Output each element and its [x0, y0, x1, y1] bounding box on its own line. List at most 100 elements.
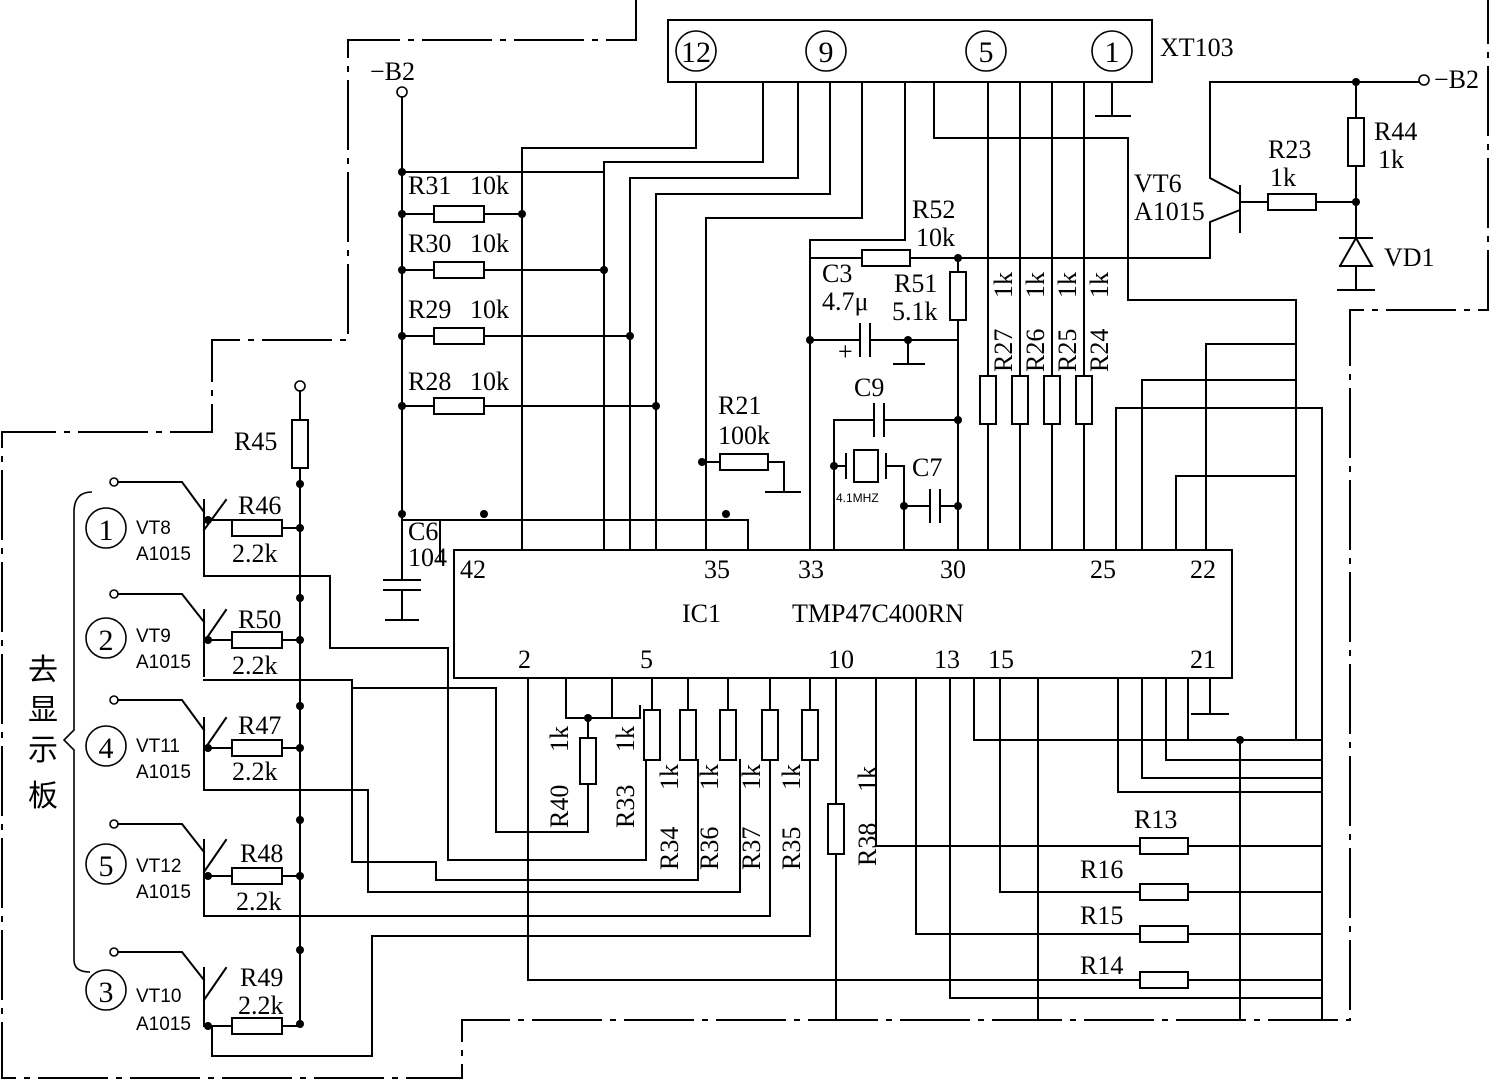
svg-text:A1015: A1015	[136, 882, 191, 903]
resistor-r44: R44 1k	[1347, 81, 1417, 237]
svg-text:VT11: VT11	[136, 736, 180, 757]
svg-text:100k: 100k	[718, 421, 770, 450]
svg-text:VT6: VT6	[1134, 169, 1182, 198]
svg-text:R49: R49	[240, 963, 283, 992]
capacitor-c6: C6 104	[383, 517, 447, 621]
svg-text:A1015: A1015	[1134, 197, 1205, 226]
svg-text:10k: 10k	[916, 223, 955, 252]
svg-text:R40: R40	[545, 785, 574, 828]
svg-text:1k: 1k	[989, 272, 1018, 298]
supply-label: −B2	[370, 57, 415, 86]
svg-text:4: 4	[99, 732, 114, 765]
resistor-r28: R28 10k	[401, 367, 657, 415]
svg-text:R35: R35	[777, 827, 806, 870]
svg-text:R50: R50	[238, 605, 281, 634]
resistor-r23: R23 1k	[1239, 135, 1357, 211]
ic-body	[453, 549, 1233, 679]
driver-vt11: 4 VT11 A1015 R47 2.2k	[85, 695, 741, 893]
r45: R45	[234, 380, 309, 1025]
svg-text:33: 33	[798, 555, 824, 584]
svg-text:2: 2	[99, 624, 114, 657]
svg-text:R14: R14	[1080, 951, 1123, 980]
svg-text:C9: C9	[854, 373, 884, 402]
connector-pin: 9	[819, 36, 834, 69]
junctions	[204, 78, 1360, 1030]
bottom-resistors: R40 1k R33 1k R34 1k R36 1k R37 1k R35 1…	[545, 709, 882, 870]
resistor-r21: R21 100k	[705, 391, 801, 493]
svg-text:2.2k: 2.2k	[232, 651, 278, 680]
svg-text:R29: R29	[408, 295, 451, 324]
svg-text:R51: R51	[894, 269, 937, 298]
svg-text:R21: R21	[718, 391, 761, 420]
svg-text:2: 2	[518, 645, 531, 674]
svg-text:R48: R48	[240, 839, 283, 868]
connector-label: XT103	[1160, 33, 1234, 62]
svg-text:5.1k: 5.1k	[892, 297, 938, 326]
svg-text:1k: 1k	[1021, 272, 1050, 298]
svg-text:42: 42	[460, 555, 486, 584]
svg-text:R24: R24	[1085, 329, 1114, 372]
svg-text:R44: R44	[1374, 117, 1417, 146]
svg-text:2.2k: 2.2k	[238, 991, 284, 1020]
crystal-4mhz: 4.1MHZ	[833, 449, 905, 551]
svg-text:22: 22	[1190, 555, 1216, 584]
brace	[62, 491, 93, 973]
svg-text:1k: 1k	[545, 726, 574, 752]
resistor-r51: R51 5.1k	[892, 257, 967, 551]
svg-text:VT12: VT12	[136, 856, 181, 877]
svg-text:10k: 10k	[470, 367, 509, 396]
ic1: 42 35 33 30 25 22 IC1 TMP47C400RN 2 5 10…	[453, 549, 1233, 679]
driver-vt9: 2 VT9 A1015 R50 2.2k	[85, 589, 699, 881]
driver-vt12: 5 VT12 A1015 R48 2.2k	[85, 759, 771, 917]
svg-text:30: 30	[940, 555, 966, 584]
svg-text:VT9: VT9	[136, 626, 171, 647]
svg-text:4.1MHZ: 4.1MHZ	[836, 491, 879, 505]
capacitor-c9: C9	[833, 373, 959, 551]
svg-text:1k: 1k	[1378, 145, 1404, 174]
transistor-vt6: VT6 A1015	[1134, 169, 1205, 226]
svg-text:R37: R37	[737, 827, 766, 870]
svg-text:R13: R13	[1134, 805, 1177, 834]
svg-text:VT10: VT10	[136, 986, 181, 1007]
svg-text:示: 示	[28, 734, 58, 767]
svg-text:A1015: A1015	[136, 1014, 191, 1035]
svg-text:C6: C6	[408, 517, 438, 546]
svg-text:R45: R45	[234, 427, 277, 456]
svg-text:1k: 1k	[777, 764, 806, 790]
svg-text:R23: R23	[1268, 135, 1311, 164]
driver-vt10: 3 VT10 A1015 R49 2.2k	[85, 759, 811, 1057]
connector-pin: 5	[979, 36, 994, 69]
svg-text:2.2k: 2.2k	[232, 539, 278, 568]
svg-text:R26: R26	[1021, 329, 1050, 372]
driver-vt8: 1 VT8 A1015 R46 2.2k	[85, 477, 647, 861]
svg-text:3: 3	[99, 976, 114, 1009]
svg-text:R15: R15	[1080, 901, 1123, 930]
svg-text:去: 去	[28, 654, 58, 687]
svg-text:15: 15	[988, 645, 1014, 674]
svg-text:1k: 1k	[853, 766, 882, 792]
svg-text:10k: 10k	[470, 229, 509, 258]
svg-text:A1015: A1015	[136, 544, 191, 565]
svg-text:25: 25	[1090, 555, 1116, 584]
svg-text:13: 13	[934, 645, 960, 674]
ic-part: TMP47C400RN	[792, 599, 964, 628]
svg-text:R38: R38	[853, 823, 882, 866]
resistor-r52: R52 10k	[861, 195, 955, 267]
capacitor-c7: C7	[903, 453, 959, 523]
ic-ref: IC1	[682, 599, 721, 628]
svg-text:−B2: −B2	[1434, 65, 1479, 94]
capacitor-c3: C3 4.7μ +	[809, 257, 959, 551]
svg-text:1: 1	[99, 514, 114, 547]
svg-text:A1015: A1015	[136, 652, 191, 673]
svg-text:R33: R33	[611, 785, 640, 828]
svg-text:1k: 1k	[737, 764, 766, 790]
svg-text:R34: R34	[655, 827, 684, 870]
svg-text:4.7μ: 4.7μ	[822, 287, 868, 316]
connector-body	[667, 19, 1153, 83]
svg-text:R16: R16	[1080, 855, 1123, 884]
connector-pin: 12	[681, 36, 711, 69]
svg-text:R46: R46	[238, 491, 281, 520]
resistor-r30: R30 10k	[401, 229, 605, 279]
svg-text:VD1: VD1	[1384, 243, 1435, 272]
top-resistors: R27 1k R26 1k R25 1k R24 1k	[979, 272, 1114, 425]
